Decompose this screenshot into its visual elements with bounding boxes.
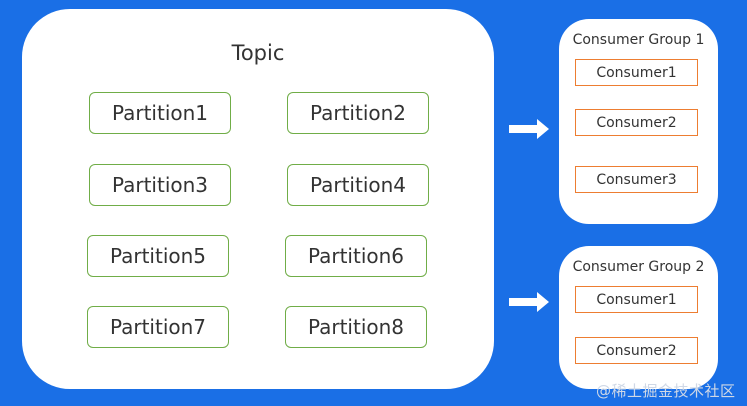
partition-5: Partition5 bbox=[87, 235, 229, 277]
consumer-3: Consumer3 bbox=[575, 166, 698, 193]
consumer-1: Consumer1 bbox=[575, 286, 698, 313]
partition-6: Partition6 bbox=[285, 235, 427, 277]
partition-7: Partition7 bbox=[87, 306, 229, 348]
topic-box: Topic Partition1 Partition2 Partition3 P… bbox=[22, 9, 494, 389]
partition-3: Partition3 bbox=[89, 164, 231, 206]
consumer-group-title: Consumer Group 1 bbox=[572, 32, 705, 48]
topic-title: Topic bbox=[231, 41, 285, 65]
consumer-1: Consumer1 bbox=[575, 59, 698, 86]
consumer-2: Consumer2 bbox=[575, 109, 698, 136]
watermark: @稀土掘金技术社区 bbox=[596, 382, 736, 400]
partition-2: Partition2 bbox=[287, 92, 429, 134]
arrow-right-icon bbox=[509, 292, 549, 312]
arrow-right-icon bbox=[509, 119, 549, 139]
partition-8: Partition8 bbox=[285, 306, 427, 348]
consumer-group-title: Consumer Group 2 bbox=[572, 259, 705, 275]
consumer-group-1: Consumer Group 1 Consumer1 Consumer2 Con… bbox=[559, 19, 718, 224]
consumer-group-2: Consumer Group 2 Consumer1 Consumer2 bbox=[559, 246, 718, 389]
partition-4: Partition4 bbox=[287, 164, 429, 206]
consumer-2: Consumer2 bbox=[575, 337, 698, 364]
partition-1: Partition1 bbox=[89, 92, 231, 134]
